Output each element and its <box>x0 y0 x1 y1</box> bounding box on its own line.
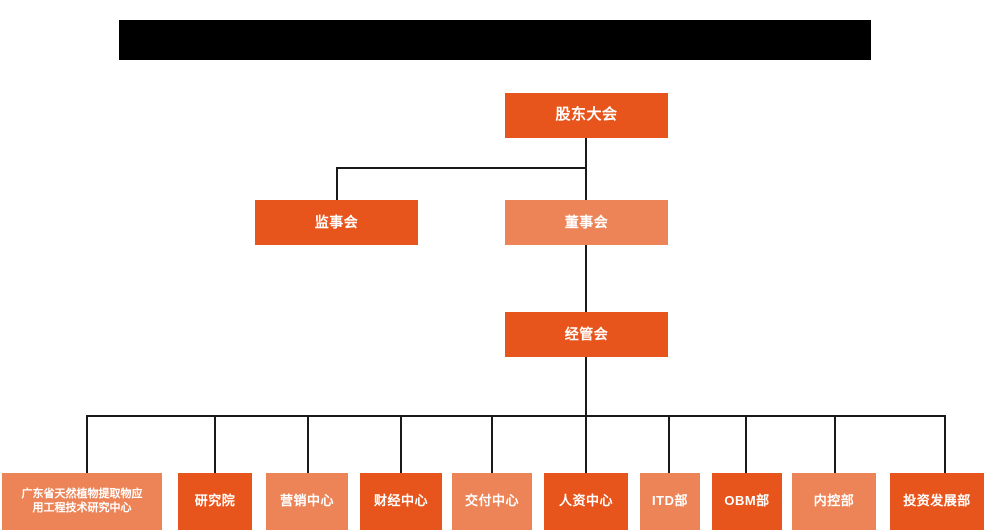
node-label-line-1: 广东省天然植物提取物应 <box>21 487 143 500</box>
connector-drop-hr-center <box>585 415 587 473</box>
connector-management-to-bus <box>585 357 587 416</box>
node-investment-development-department[interactable]: 投资发展部 <box>890 473 984 530</box>
node-management-committee[interactable]: 经管会 <box>505 312 668 357</box>
connector-drop-board-of-supervisors <box>336 167 338 200</box>
connector-bus-level-2 <box>336 167 587 169</box>
node-research-institute[interactable]: 研究院 <box>178 473 252 530</box>
node-delivery-center[interactable]: 交付中心 <box>452 473 532 530</box>
node-board-of-supervisors[interactable]: 监事会 <box>255 200 418 245</box>
node-internal-control-department[interactable]: 内控部 <box>792 473 876 530</box>
node-finance-center[interactable]: 财经中心 <box>360 473 442 530</box>
node-shareholders-meeting[interactable]: 股东大会 <box>505 93 668 138</box>
connector-drop-finance-center <box>400 415 402 473</box>
connector-shareholders-to-bus <box>585 138 587 168</box>
redacted-title-banner <box>119 20 871 60</box>
connector-drop-marketing-center <box>307 415 309 473</box>
node-guangdong-research-center[interactable]: 广东省天然植物提取物应 用工程技术研究中心 <box>2 473 162 530</box>
connector-drop-research-institute <box>214 415 216 473</box>
node-hr-center[interactable]: 人资中心 <box>544 473 628 530</box>
connector-directors-to-management <box>585 245 587 312</box>
node-board-of-directors[interactable]: 董事会 <box>505 200 668 245</box>
connector-drop-obm-department <box>745 415 747 473</box>
connector-drop-itd-department <box>668 415 670 473</box>
node-marketing-center[interactable]: 营销中心 <box>266 473 348 530</box>
connector-drop-board-of-directors <box>585 167 587 200</box>
connector-drop-delivery-center <box>491 415 493 473</box>
node-itd-department[interactable]: ITD部 <box>640 473 700 530</box>
connector-drop-investment-development-department <box>944 415 946 473</box>
connector-drop-guangdong-research-center <box>86 415 88 473</box>
connector-drop-internal-control-department <box>834 415 836 473</box>
connector-bus-level-4 <box>86 415 944 417</box>
node-obm-department[interactable]: OBM部 <box>712 473 782 530</box>
node-label-line-2: 用工程技术研究中心 <box>32 501 132 514</box>
